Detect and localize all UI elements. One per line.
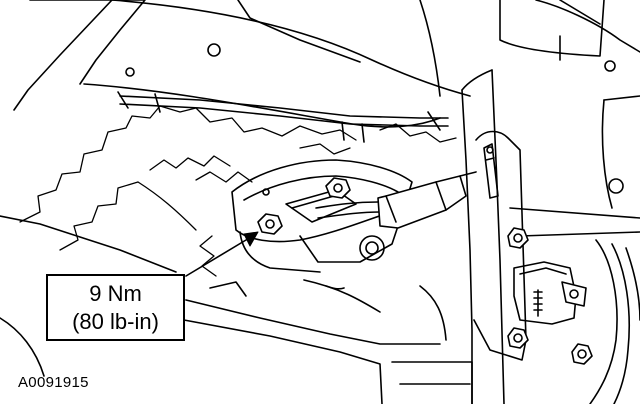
bracket-hole-icon xyxy=(359,235,385,261)
panel-bolt-icon xyxy=(207,43,221,57)
background-component-edge xyxy=(19,105,457,277)
callout-leader-arrow xyxy=(185,231,259,277)
pillar-slot xyxy=(483,143,499,199)
wiring-harness xyxy=(117,91,449,143)
hex-nut-icon xyxy=(257,213,283,235)
panel-clip-icon xyxy=(604,60,616,72)
torque-lbin-label: (80 lb-in) xyxy=(72,308,159,334)
block-bolt-icon xyxy=(608,178,624,194)
upper-body-panel xyxy=(13,0,640,128)
hex-bolt-icon xyxy=(571,343,593,365)
figure-id-label: A0091915 xyxy=(18,374,89,391)
sensor-bracket xyxy=(513,261,587,325)
hex-nut-icon xyxy=(325,177,351,199)
electrical-connector xyxy=(315,171,477,229)
torque-spec-callout: 9 Nm (80 lb-in) xyxy=(46,274,185,341)
engine-block xyxy=(499,0,640,404)
lower-body-panel xyxy=(0,215,473,404)
hex-bolt-icon xyxy=(507,327,529,349)
torque-nm-label: 9 Nm xyxy=(89,280,142,306)
hex-bolt-icon xyxy=(507,227,529,249)
panel-clip-icon xyxy=(125,67,135,77)
sensor-slot xyxy=(285,189,357,223)
frame-pillar xyxy=(461,69,527,404)
